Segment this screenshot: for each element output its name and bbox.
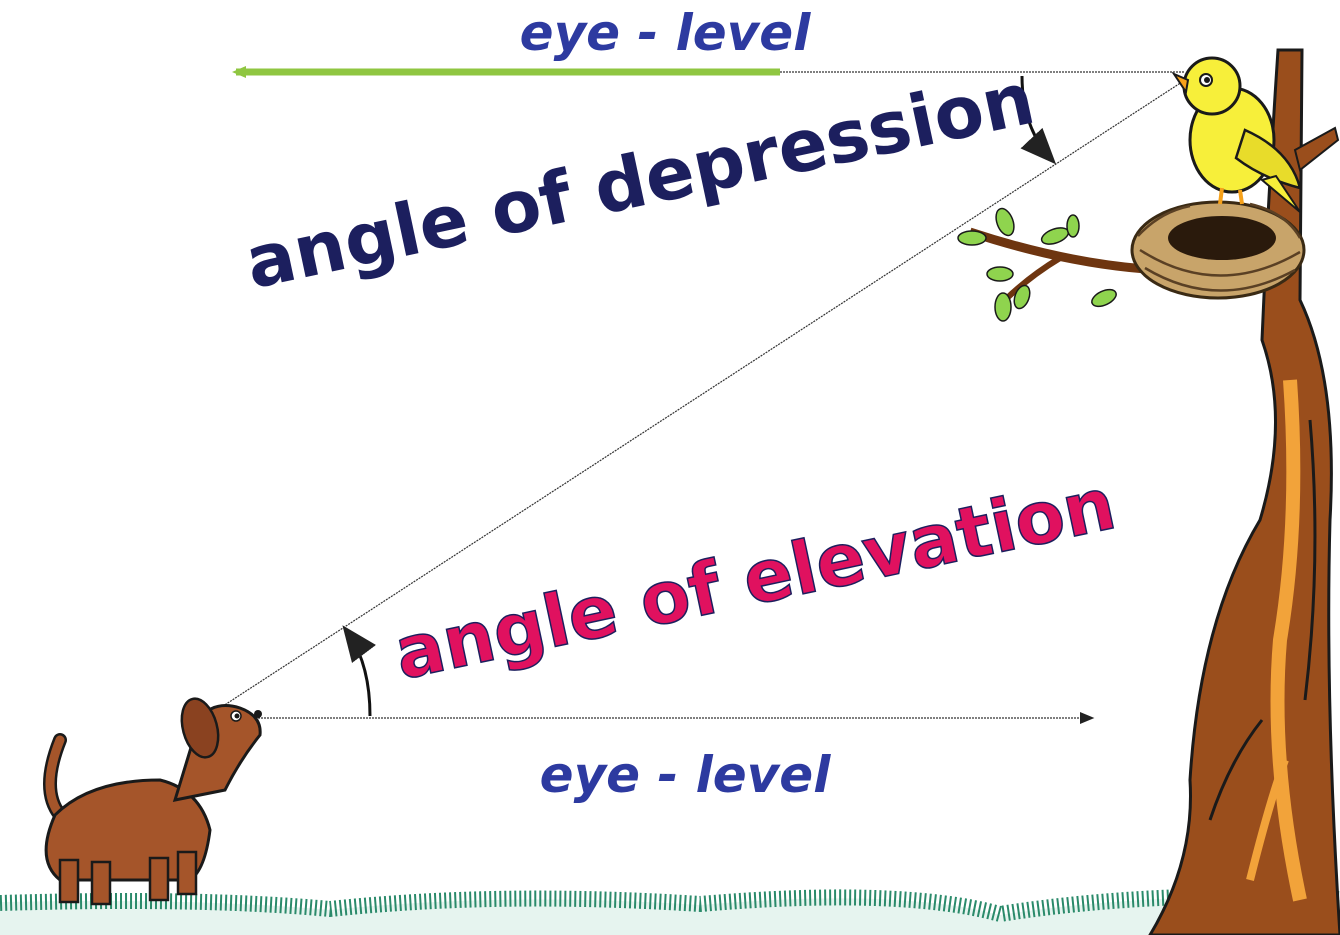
- elevation-arc: [342, 625, 376, 717]
- angle-of-depression-label: angle of depression: [238, 56, 1041, 305]
- eye-level-top-label: eye - level: [520, 4, 812, 62]
- angle-of-elevation-label: angle of elevation: [387, 461, 1122, 696]
- depression-arc: [1020, 75, 1057, 165]
- nest-illustration: [1130, 200, 1306, 300]
- eye-level-bottom-label: eye - level: [540, 746, 832, 804]
- bird-illustration: [1171, 56, 1302, 213]
- top-eye-level-line: [232, 66, 1185, 78]
- ground: [0, 888, 1340, 935]
- dog-illustration: [43, 697, 262, 906]
